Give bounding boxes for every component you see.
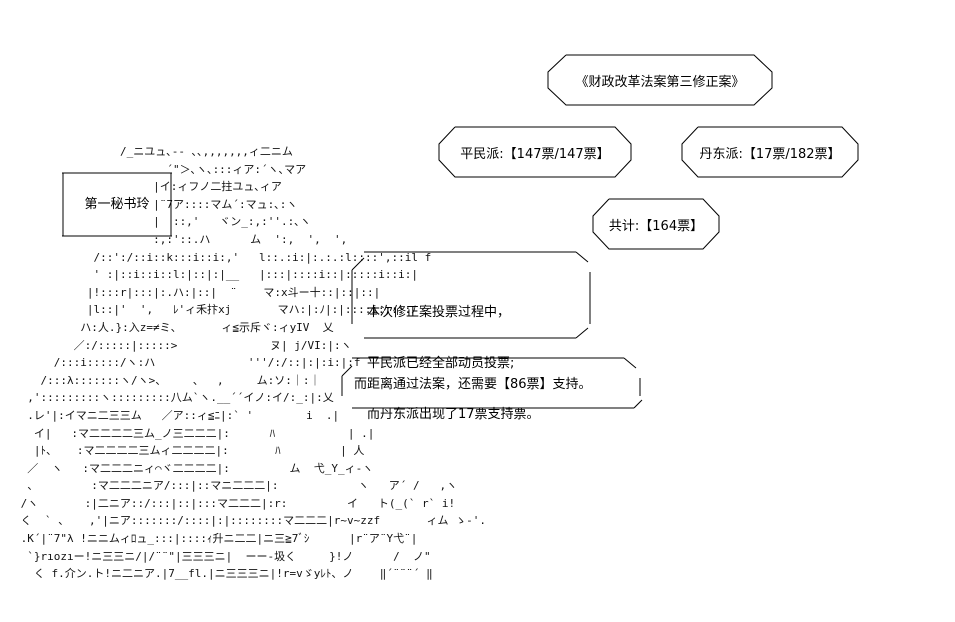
ascii-art-line: /_ニユュ､‐- ､､,,,,,,,ィ二ニム [14, 145, 293, 158]
dandong-vote-frame [681, 126, 859, 178]
pingmin-vote-frame [438, 126, 632, 178]
pingmin-vote-box: 平民派:【147票/147票】 [437, 126, 633, 178]
ascii-art-line: イ| :マ二二二二三ム_ノ三二二二|: ﾊ | .| [14, 426, 375, 440]
ascii-art-line: /ヽ :|二ニア::/:::|::|:::マ二二二|:r: イ ト(_(` r`… [14, 496, 456, 510]
ascii-art-line: ハ:人.}:入z=≠ミ、 ィ≦示斥ヾ:ィyIV 乂 [14, 320, 334, 334]
ascii-art-line: | ::,' ヾン_:,:''.:､ヽ [14, 215, 311, 229]
ascii-art-line: 、 :マ二二二ニア/:::|::マニ二二二|: ヽ ア´ / ,ヽ [14, 479, 458, 493]
ascii-art-line: ´"＞､ヽ､:::ィア:´ヽ､マア [14, 162, 307, 176]
ascii-art-line: .レ'|:イマニ二三三ム ／ア::ィ≦ﾆ|:` ' i .| [14, 408, 340, 422]
ascii-art-line: |!:::r|:::|:.ハ:|::| ¨ マ:x斗ー十::|::|::| [14, 285, 381, 299]
speech-bubble-2-frame [341, 357, 643, 409]
speech-bubble-1: 本次修正案投票过程中， 平民派已经全部动员投票; 而丹东派出现了17票支持票。 [350, 250, 600, 422]
total-vote-box: 共计:【164票】 [591, 198, 721, 250]
title-box-frame [547, 54, 773, 106]
ascii-art-line: |l::|' ', ﾚ'ィ禾抃xj マハ:|:ﾉ|:|::::i:;:::ﾉ [14, 303, 417, 317]
ascii-art-line: /::':/::i::k:::i::i:,' l::.:i:|:.:.:l:::… [14, 250, 432, 264]
speech-bubble-1-line-2: 平民派已经全部动员投票; [367, 356, 515, 371]
dandong-vote-text: 丹东派:【17票/182票】 [699, 147, 841, 162]
speech-bubble-1-line-1: 本次修正案投票过程中， [367, 305, 511, 320]
name-box: 第一秘书玲 [62, 172, 172, 238]
name-box-frame [62, 172, 172, 237]
title-text: 《财政改革法案第三修正案》 [575, 75, 745, 90]
ascii-art-line: .K´|¨7"λ !ニニムィﾛュ_:::|::::ｨ升ニ二二|ニ三≧7ﾞｼ |r… [14, 532, 418, 546]
ascii-art-line: ／ ヽ :マ二二二ニィ⌒ヾ二二二二|: ム 弋_Y_ィ-ヽ [14, 461, 374, 475]
pingmin-vote-text: 平民派:【147票/147票】 [460, 147, 610, 162]
ascii-art-line: |イ:ィフノ二拄ユュ､ィア [14, 180, 282, 194]
total-vote-text: 共计:【164票】 [608, 219, 704, 234]
ascii-art-line: く ` 、 ,'|ニア:::::::/::::|:|::::::::マ二二二|r… [14, 514, 484, 528]
ascii-art-line: |¨7ア::::マム´:マュ:､:ヽ [14, 197, 298, 211]
ascii-art-line: ／:/:::::|:::::> ヌ| j/VI:|:ヽ [14, 338, 352, 352]
ascii-art-line: /:::λ:::::::ヽ/ヽ>、 、 , ム:ソ:｜:｜ [14, 373, 321, 387]
ascii-art-line: |ﾄ、 :マ二二二二三ムィ二二二二|: ﾊ | 人 [14, 444, 365, 458]
speech-bubble-2: 而距离通过法案，还需要【86票】支持。 [338, 356, 650, 412]
ascii-art-line: ' :|::i::i::l:|::|:|__ |:::|::::i::|::::… [14, 268, 418, 282]
dandong-vote-box: 丹东派:【17票/182票】 [680, 126, 860, 178]
ascii-art-line: ,':::::::::ヽ:::::::::八ム`ヽ.__´´イノ:イ/:_:|:… [14, 391, 334, 405]
ascii-art-line: `}rıozıー!ニ三三ニ/|/¨¨"|三三三ニ| ーー-圾く }!ノ / ノ" [14, 549, 431, 563]
total-vote-frame [592, 198, 720, 250]
title-box: 《财政改革法案第三修正案》 [546, 54, 774, 106]
speech-bubble-1-frame [351, 251, 591, 339]
ascii-art-line: く f.介ン.ト!ニ二ニア.|7__fl.|ニ三三三ニ|!r=vゞyﾚﾄ、ノ ‖… [14, 567, 433, 581]
ascii-art-line: /:::i:::::/ヽ:ハ '''/:/::|:|:i:|:f [14, 356, 361, 370]
speech-bubble-1-line-3: 而丹东派出现了17票支持票。 [367, 407, 540, 422]
name-text: 第一秘书玲 [84, 197, 150, 212]
speech-bubble-2-text: 而距离通过法案，还需要【86票】支持。 [354, 377, 592, 392]
